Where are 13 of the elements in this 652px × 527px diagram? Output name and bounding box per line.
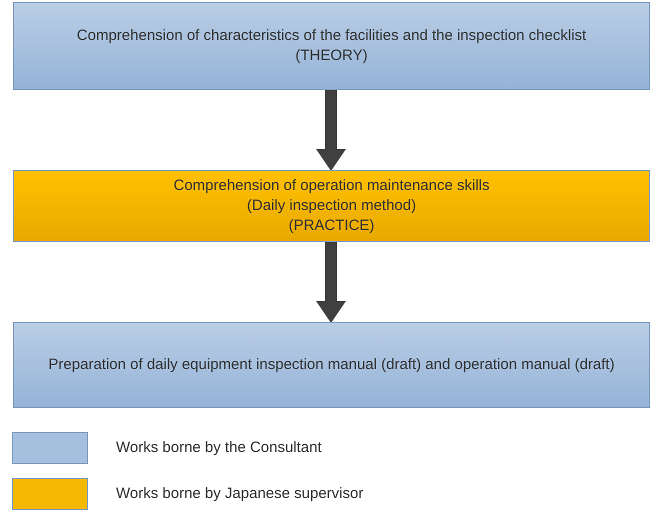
box-text: Comprehension of characteristics of the facilities and the inspection checklist [76,26,586,46]
box-text: (THEORY) [295,46,368,66]
box-text: (PRACTICE) [288,216,374,236]
block-arrow [316,242,346,323]
process-box [13,170,650,242]
legend-label: Works borne by Japanese supervisor [116,484,364,504]
legend-label: Works borne by the Consultant [116,438,322,458]
box-text: Comprehension of operation maintenance skills [173,176,490,196]
block-arrow [316,90,346,171]
process-box [13,322,650,408]
process-box [13,2,650,90]
box-text: Preparation of daily equipment inspection manual (draft) and operation manual (draft) [48,355,615,375]
box-text: (Daily inspection method) [246,196,416,216]
